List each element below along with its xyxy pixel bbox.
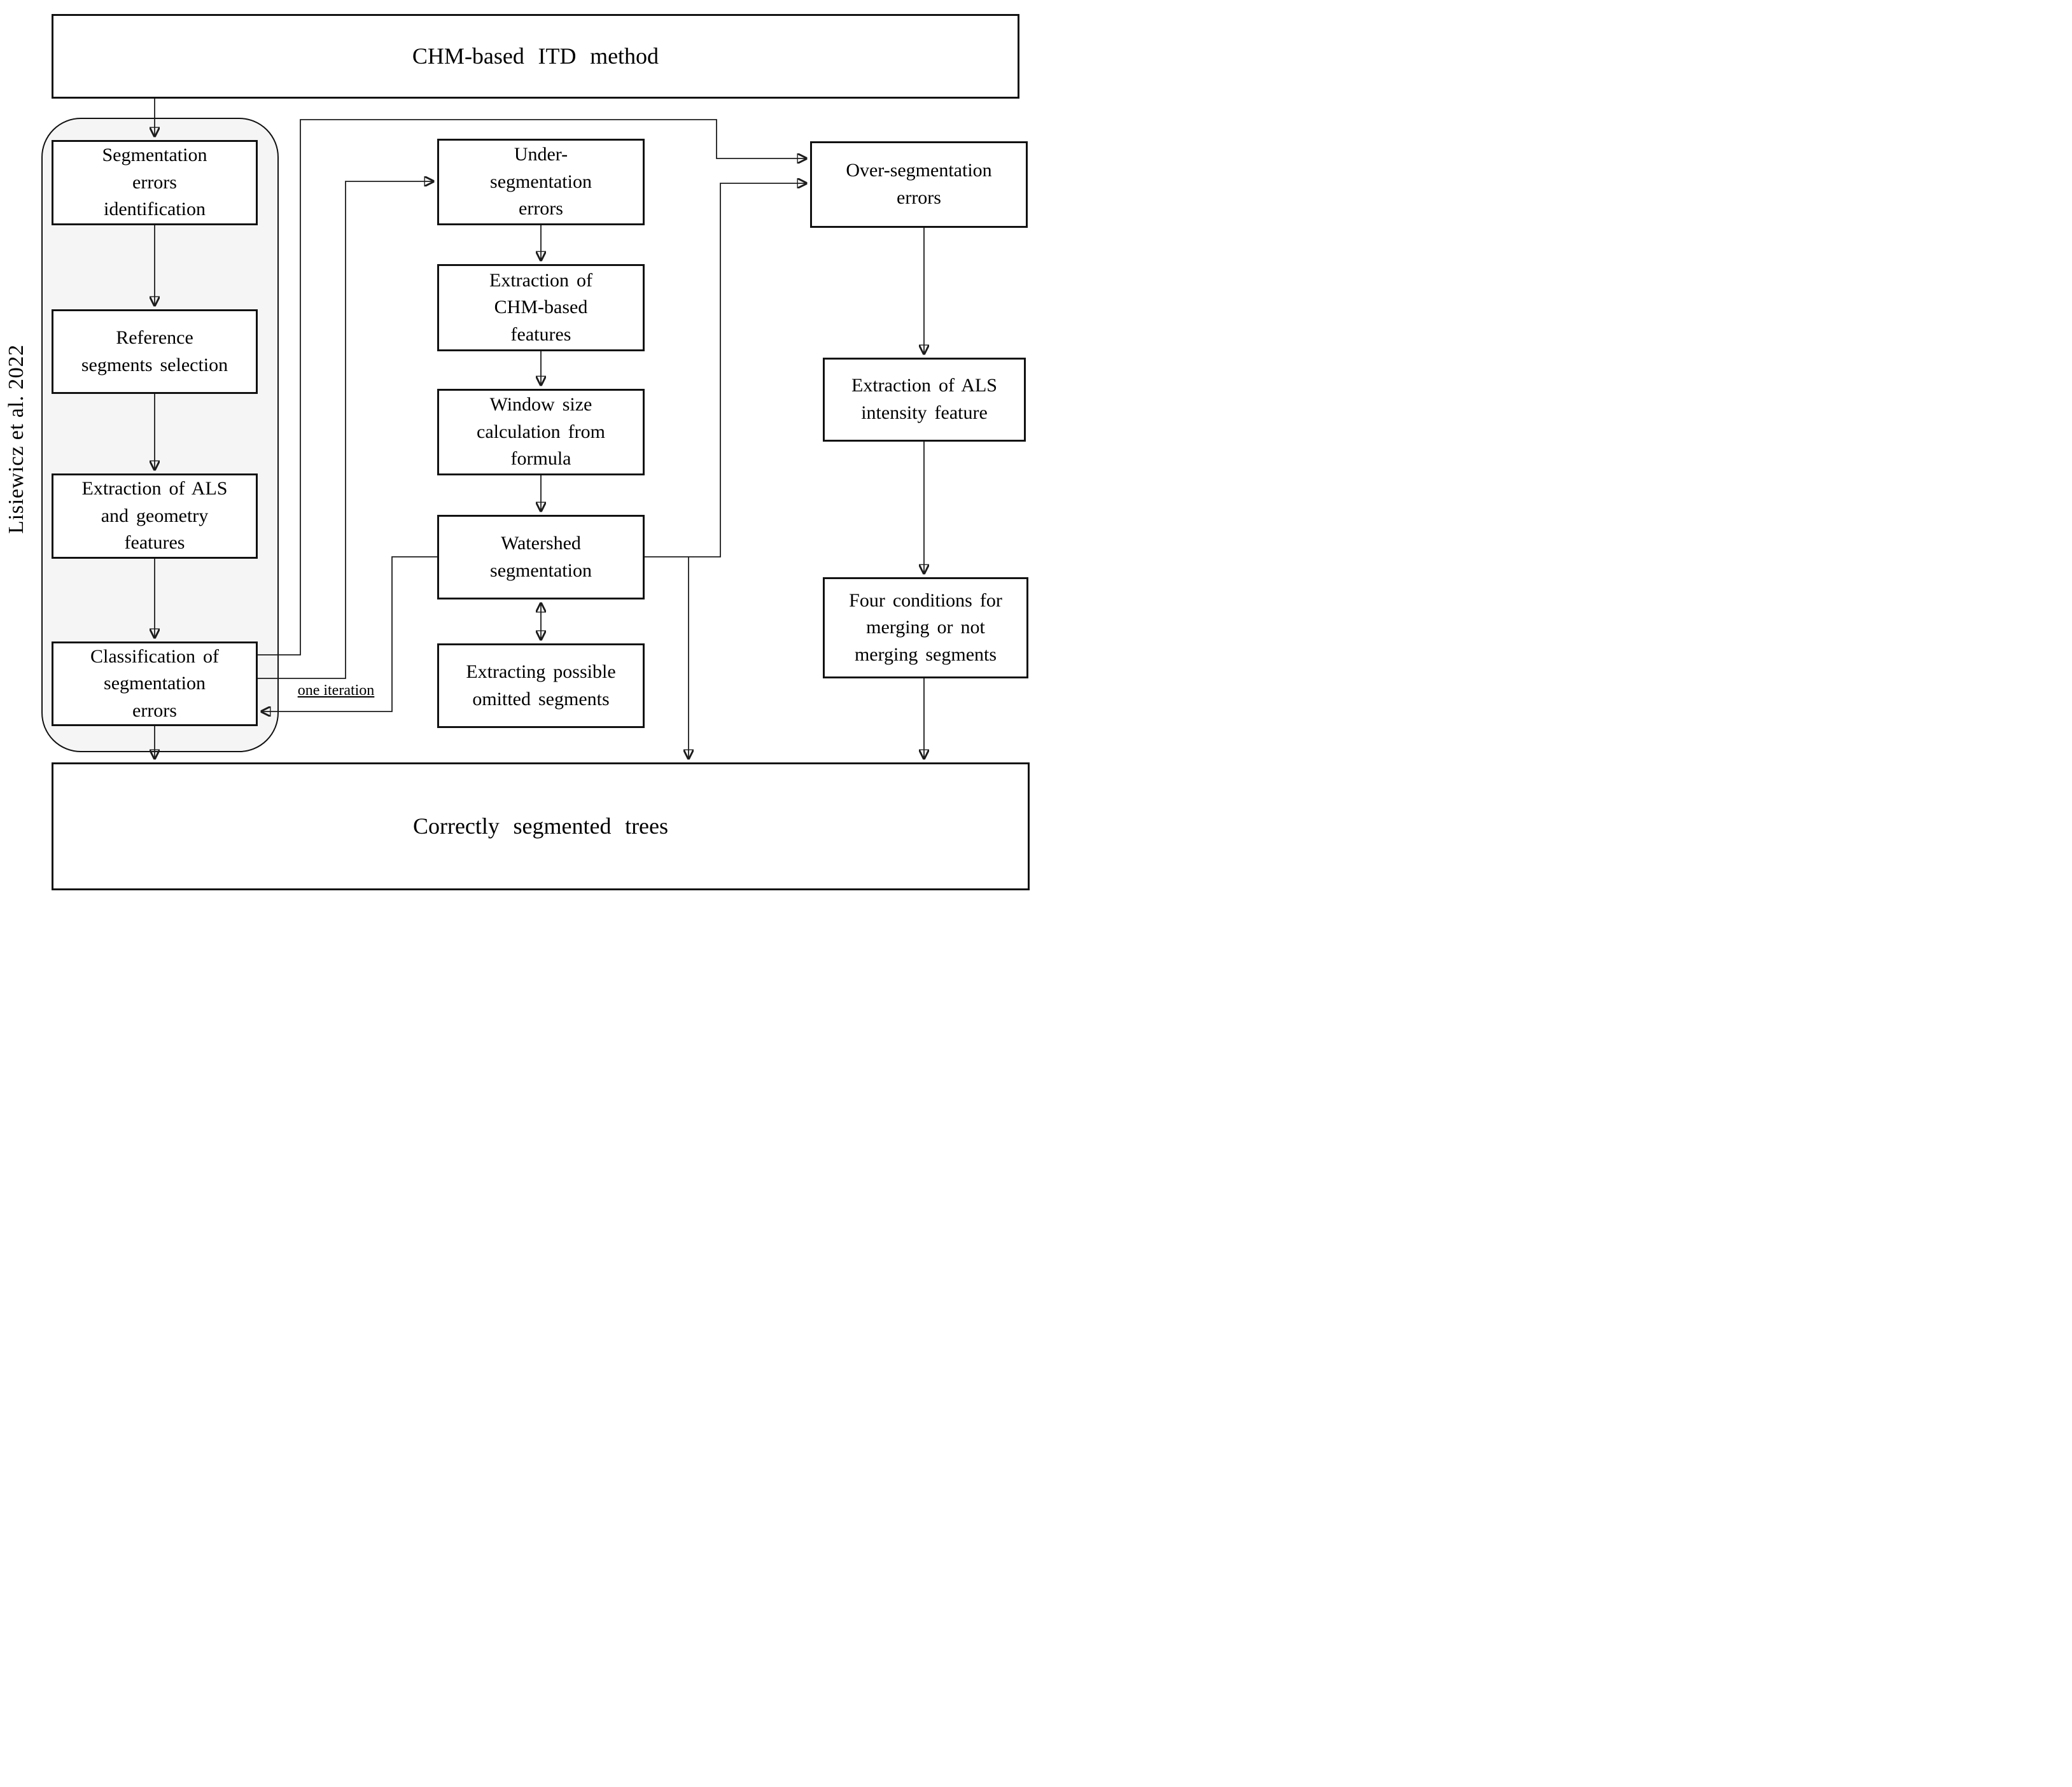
arrow-classification-to-over-segmentation <box>258 119 806 655</box>
box-label: Segmentation errors identification <box>102 144 207 220</box>
box-label: Window size calculation from formula <box>477 394 605 470</box>
box-label: Four conditions for merging or not mergi… <box>849 589 1002 665</box>
box-label: Under-segmentation errors <box>490 144 592 220</box>
box-extracting-omitted-segments: Extracting possible omitted segments <box>437 643 645 728</box>
box-segmentation-errors-identification: Segmentation errors identification <box>52 140 258 225</box>
box-watershed-segmentation: Watershed segmentation <box>437 515 645 599</box>
box-label: Extracting possible omitted segments <box>466 661 616 710</box>
box-under-segmentation-errors: Under-segmentation errors <box>437 139 645 225</box>
arrow-watershed-one-iteration-to-classification <box>262 556 437 711</box>
box-extraction-als-intensity: Extraction of ALS intensity feature <box>823 358 1026 442</box>
box-chm-based-itd-method: CHM-based ITD method <box>52 14 1019 99</box>
arrow-watershed-to-over-segmentation <box>645 183 806 557</box>
box-label: Correctly segmented trees <box>412 813 669 839</box>
box-reference-segments-selection: Reference segments selection <box>52 309 258 394</box>
box-extraction-chm-features: Extraction of CHM-based features <box>437 264 645 351</box>
box-label: Extraction of ALS intensity feature <box>851 375 997 423</box>
box-label: Watershed segmentation <box>490 532 592 581</box>
box-classification-segmentation-errors: Classification of segmentation errors <box>52 641 258 726</box>
box-four-merging-conditions: Four conditions for merging or not mergi… <box>823 577 1028 678</box>
connector-layer <box>0 99 1036 894</box>
one-iteration-label: one iteration <box>297 682 375 699</box>
box-label: CHM-based ITD method <box>412 43 659 69</box>
box-label: Extraction of CHM-based features <box>489 269 592 345</box>
box-label: Reference segments selection <box>81 326 228 375</box>
box-window-size-calculation: Window size calculation from formula <box>437 389 645 475</box>
box-extraction-als-geometry-features: Extraction of ALS and geometry features <box>52 473 258 559</box>
flowchart-chm-itd: CHM-based ITD method Segmentation errors… <box>0 0 1036 894</box>
arrow-classification-to-under-segmentation <box>258 181 433 679</box>
box-label: Extraction of ALS and geometry features <box>81 478 228 554</box>
box-label: Over-segmentation errors <box>846 160 992 208</box>
citation-side-label: Lisiewicz et al. 2022 <box>4 344 28 534</box>
box-correctly-segmented-trees: Correctly segmented trees <box>52 762 1030 890</box>
box-over-segmentation-errors: Over-segmentation errors <box>810 141 1028 228</box>
box-label: Classification of segmentation errors <box>90 645 219 721</box>
